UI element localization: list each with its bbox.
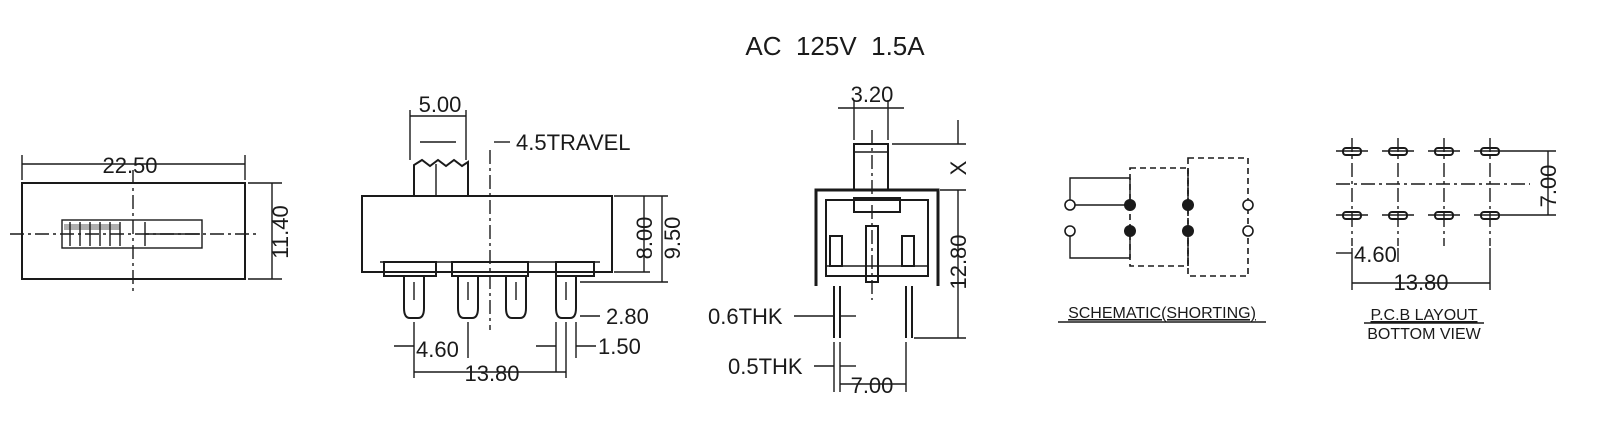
pin-spacing-dim: 7.00: [851, 373, 894, 398]
side-view: 3.20 X 12.80 0.6THK 0.5THK 7.00: [708, 82, 971, 398]
rating-title: AC 125V 1.5A: [745, 31, 925, 61]
schematic-caption: SCHEMATIC(SHORTING): [1068, 305, 1256, 322]
pcb-span-dim: 13.80: [1393, 270, 1448, 295]
body-height-dim: 8.00: [632, 217, 657, 260]
pin-thk-label: 0.6THK: [708, 304, 783, 329]
side-knob-dim: 3.20: [851, 82, 894, 107]
pin-gap-dim: 1.50: [598, 334, 641, 359]
top-width-dim: 22.50: [102, 153, 157, 178]
travel-label: 4.5TRAVEL: [516, 130, 631, 155]
x-dim: X: [946, 160, 971, 175]
pcb-pitch-dim: 4.60: [1354, 242, 1397, 267]
side-height-dim: 12.80: [946, 234, 971, 289]
pin-width-dim: 2.80: [606, 304, 649, 329]
pcb-layout: 7.00 4.60 13.80 P.C.B LAYOUT BOTTOM VIEW: [1336, 138, 1561, 343]
top-view: 22.50 11.40: [10, 153, 293, 292]
top-height-dim: 11.40: [268, 205, 293, 258]
pcb-caption-line1: P.C.B LAYOUT: [1371, 307, 1478, 324]
total-height-dim: 9.50: [660, 217, 685, 260]
terminal-thk-label: 0.5THK: [728, 354, 803, 379]
pcb-row-spacing-dim: 7.00: [1536, 165, 1561, 208]
knob-width-dim: 5.00: [419, 92, 462, 117]
span-dim: 13.80: [464, 361, 519, 386]
schematic: SCHEMATIC(SHORTING): [1058, 157, 1266, 323]
front-view: 5.00 4.5TRAVEL 8.00 9.50 2.80 1.50 4.60 …: [361, 92, 685, 386]
pitch-dim: 4.60: [416, 337, 459, 362]
pcb-caption-line2: BOTTOM VIEW: [1367, 326, 1481, 343]
